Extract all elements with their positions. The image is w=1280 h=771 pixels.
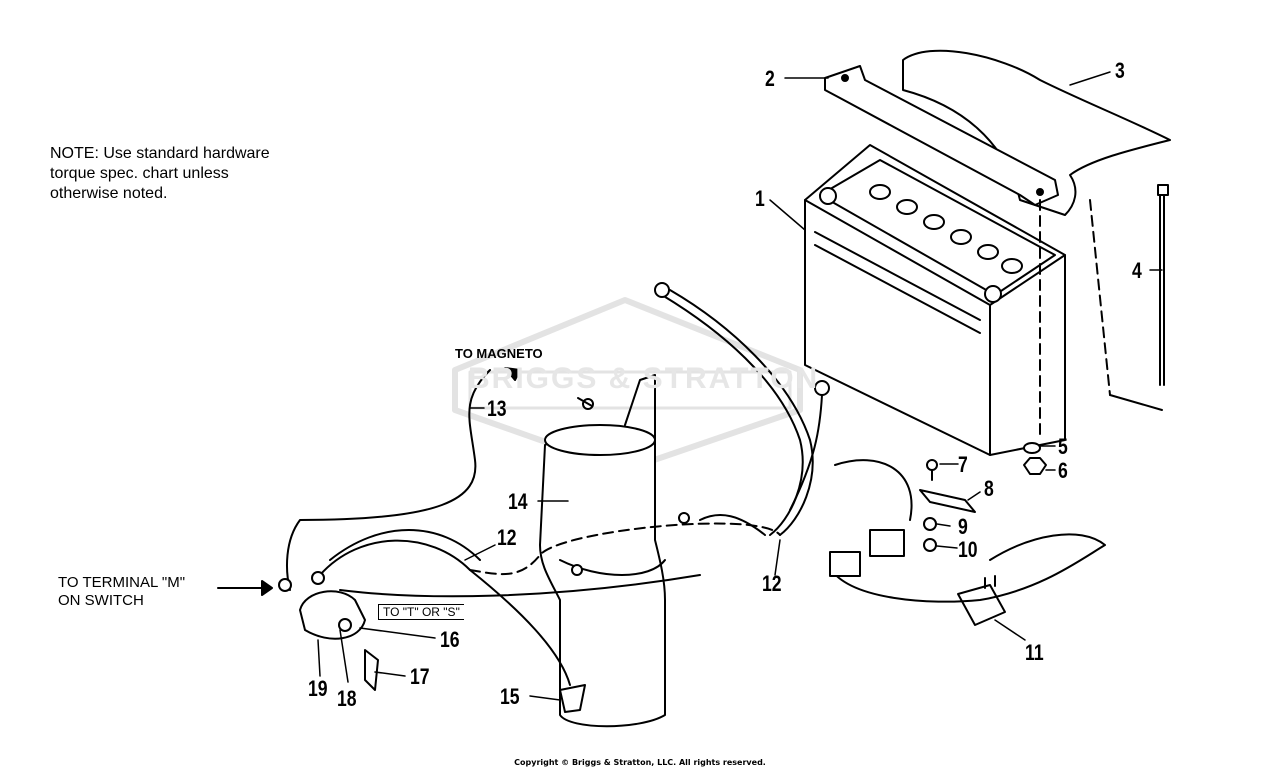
callout-9: 9: [958, 514, 968, 539]
key-switch: [278, 571, 379, 691]
to-magneto-label: TO MAGNETO: [455, 346, 543, 361]
callout-12-left: 12: [497, 525, 517, 550]
to-terminal-label-line1: TO TERMINAL "M": [58, 574, 186, 591]
to-terminal-arrowhead: [261, 580, 273, 596]
leader-lines: [317, 71, 1163, 701]
hold-down-strap: [824, 65, 1059, 206]
note-line-3: otherwise noted.: [50, 185, 168, 202]
callout-7: 7: [958, 452, 968, 477]
washer-and-nut: [1023, 442, 1047, 475]
callout-6: 6: [1058, 458, 1068, 483]
to-t-or-s-label: TO "T" OR "S": [378, 604, 464, 620]
callout-16: 16: [440, 627, 460, 652]
callout-3: 3: [1115, 58, 1125, 83]
callout-13: 13: [487, 396, 507, 421]
watermark-logo: [452, 297, 803, 473]
callout-8: 8: [984, 476, 994, 501]
callout-15: 15: [500, 684, 520, 709]
callout-17: 17: [410, 664, 430, 689]
note-line-1: NOTE: Use standard hardware: [50, 145, 270, 162]
small-hardware: [919, 459, 976, 552]
callout-18: 18: [337, 686, 357, 711]
hold-down-rod: [1157, 184, 1169, 386]
wire-harness: [654, 282, 913, 536]
callout-10: 10: [958, 537, 978, 562]
watermark-text: BRIGGS & STRATTON: [468, 362, 820, 395]
callout-2: 2: [765, 66, 775, 91]
callout-1: 1: [755, 186, 765, 211]
switch-wires: [319, 522, 781, 686]
solenoid-housing: [539, 374, 666, 728]
note-text: NOTE: Use standard hardware torque spec.…: [50, 144, 340, 204]
callout-19: 19: [308, 676, 328, 701]
callout-12-right: 12: [762, 571, 782, 596]
callout-14: 14: [508, 489, 528, 514]
callout-4: 4: [1132, 258, 1142, 283]
charger: [829, 529, 1106, 626]
callout-5: 5: [1058, 434, 1068, 459]
magneto-wire: [286, 367, 521, 591]
to-terminal-label-line2: ON SWITCH: [58, 592, 144, 609]
callout-11: 11: [1025, 640, 1044, 665]
copyright-footer: Copyright © Briggs & Stratton, LLC. All …: [514, 758, 766, 767]
note-line-2: torque spec. chart unless: [50, 165, 229, 182]
battery: [804, 144, 1066, 456]
